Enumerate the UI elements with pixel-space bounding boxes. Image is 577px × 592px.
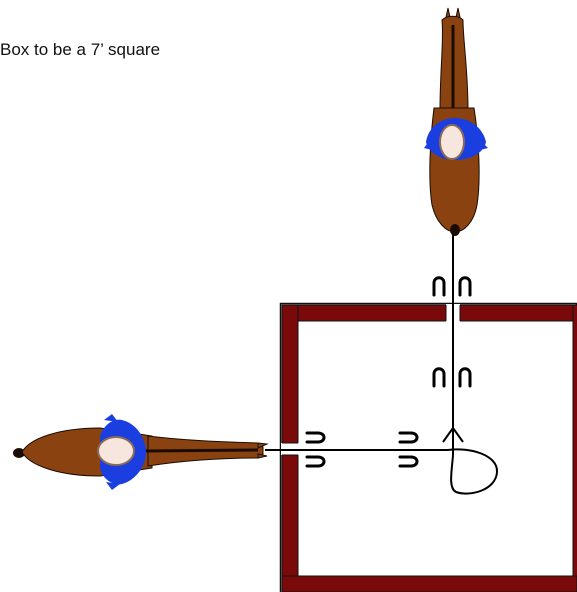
hoofprint-icon <box>305 431 326 444</box>
box-wall-bottom <box>281 575 577 592</box>
horse-left-icon <box>13 414 269 490</box>
hoofprint-icon <box>432 367 446 388</box>
ride-path <box>265 235 499 495</box>
box-floor <box>282 303 577 592</box>
diagram-caption: Box to be a 7’ square <box>0 40 161 59</box>
horse-top-icon <box>424 7 488 236</box>
box-square <box>279 302 577 592</box>
box-wall-right <box>572 304 577 592</box>
hoofprint-icon <box>432 276 446 297</box>
hoofprint-icon <box>458 276 472 297</box>
hoofprint-icon <box>398 431 419 444</box>
hoofprints <box>305 276 472 468</box>
hoofprint-icon <box>305 455 326 468</box>
hoofprint-icon <box>458 367 472 388</box>
box-wall-top <box>281 304 577 322</box>
hoofprint-icon <box>398 455 419 468</box>
